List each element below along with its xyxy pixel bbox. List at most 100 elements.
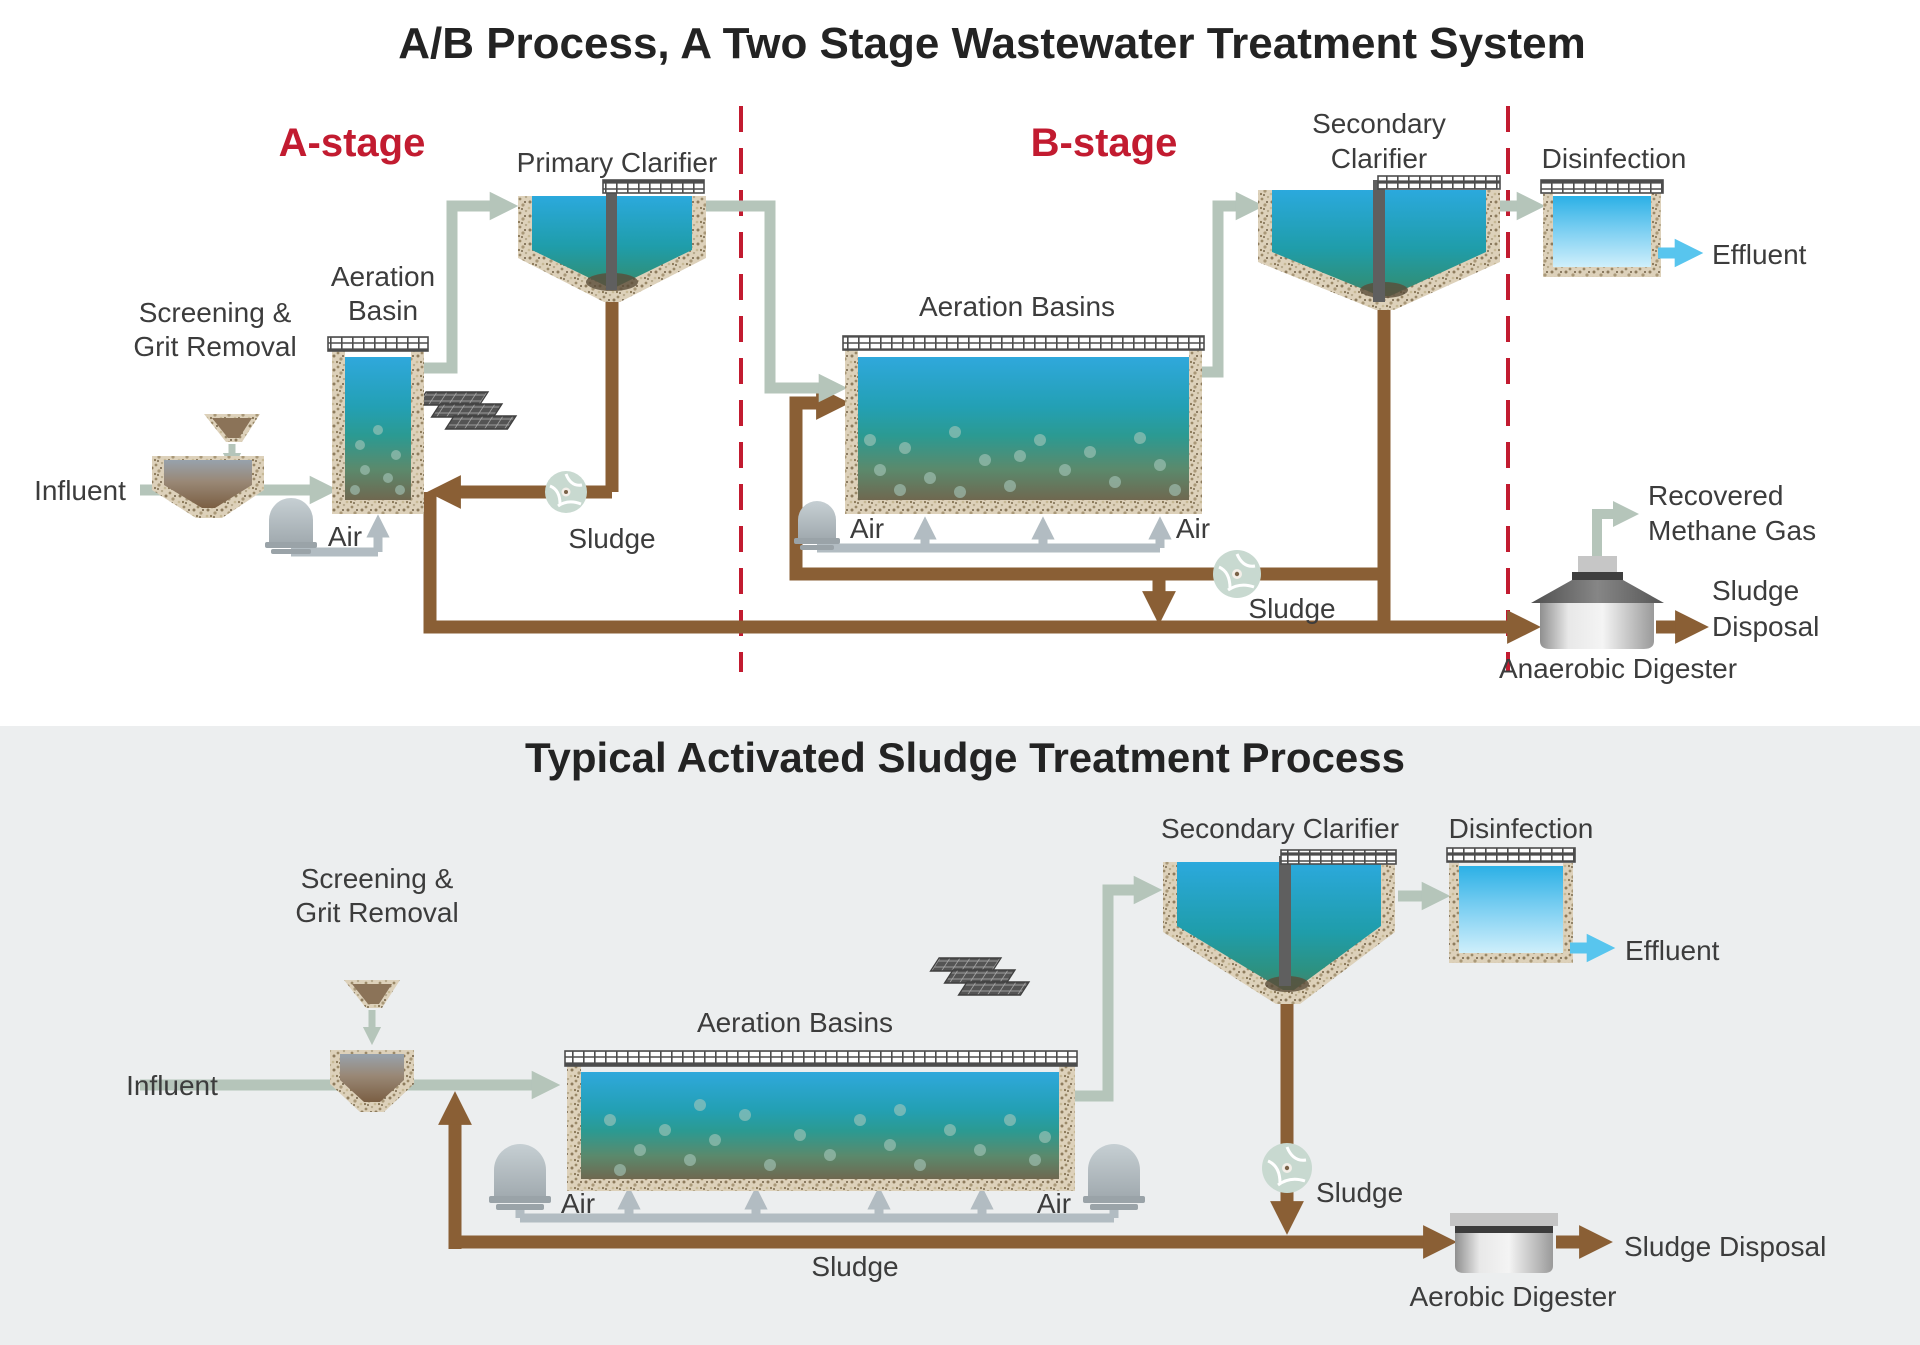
disinfection-label: Disinfection [1449,813,1594,844]
influent-label: Influent [126,1070,218,1101]
recovered-methane-label-2: Methane Gas [1648,515,1816,546]
digester-lid [1450,1213,1558,1226]
air-blower-icon [794,501,840,550]
recovered-methane-label-1: Recovered [1648,480,1783,511]
disinfection-tank [1446,847,1576,963]
bubbles [604,1099,1051,1176]
walkway [1446,847,1576,863]
center-post [606,182,617,290]
digester-body [1540,603,1654,649]
tank-wall [1449,863,1459,963]
tank-wall [1189,348,1202,514]
sludge-pump-icon [545,471,587,513]
aeration-basin-label-2: Basin [348,295,418,326]
air-blower-icon [265,498,317,554]
secondary-clarifier-label-1: Secondary [1312,108,1446,139]
primary-clarifier-label: Primary Clarifier [517,147,718,178]
sludge-pump-icon [1213,550,1261,598]
sludge-label-a: Sludge [568,523,655,554]
air-label-right: Air [1037,1188,1071,1219]
disinfection-label: Disinfection [1542,143,1687,174]
tank-floor [1449,953,1573,963]
sludge-disposal-label: Sludge Disposal [1624,1231,1826,1262]
tank-wall [1563,863,1573,963]
air-label-b-left: Air [850,513,884,544]
tank-wall [411,350,424,514]
air-blower-icon [489,1144,551,1210]
aerobic-digester-label: Aerobic Digester [1410,1281,1617,1312]
screening-grit-icon [344,957,1031,1046]
digester-cap [1578,556,1617,573]
effluent-label: Effluent [1625,935,1720,966]
air-label-left: Air [561,1188,595,1219]
aeration-basins-label: Aeration Basins [919,291,1115,322]
top-sludge-piping [423,292,1709,644]
bottom-title: Typical Activated Sludge Treatment Proce… [525,734,1405,781]
disinfection-tank [1540,179,1664,277]
anaerobic-digester-label: Anaerobic Digester [1499,653,1737,684]
walkway [327,336,429,352]
walkway [1377,175,1501,190]
basin-to-primary-pipe [420,191,519,374]
walkway [564,1050,1078,1067]
primary-to-bbasin-pipe [700,200,848,403]
aeration-basins [564,1050,1078,1191]
digester-lid-band [1455,1226,1553,1233]
tank-wall [845,348,858,514]
digester-roof [1531,580,1664,603]
tank-floor [845,500,1202,514]
influent-label: Influent [34,475,126,506]
walkway [602,179,705,194]
methane-gas-pipe [1592,501,1639,558]
disinfection-water [1553,196,1651,267]
influent-hopper [152,456,264,518]
screening-label-1: Screening & [301,863,454,894]
sludge-disposal-line [423,492,1541,644]
basin-water [858,357,1189,500]
air-label-b-right: Air [1176,513,1210,544]
effluent-label: Effluent [1712,239,1807,270]
walkway [1280,849,1397,865]
center-post [1279,856,1291,986]
screening-label-2: Grit Removal [133,331,296,362]
tank-wall [1543,193,1553,277]
tank-wall [1059,1066,1075,1191]
secondary-clarifier [1258,175,1501,310]
sludge-disposal-label-2: Disposal [1712,611,1819,642]
screening-label-1: Screening & [139,297,292,328]
a-stage-aeration-basin [327,336,429,514]
tank-floor [567,1179,1075,1191]
basin-water [581,1072,1059,1179]
digester-body [1455,1233,1553,1273]
basin-to-clarifier-pipe [1073,875,1163,1102]
sludge-pump-icon [1262,1143,1312,1193]
a-stage-label: A-stage [279,121,426,165]
secondary-clarifier [1163,849,1397,1004]
bubbles [350,425,405,495]
tank-floor [1543,267,1661,277]
secondary-clarifier-label: Secondary Clarifier [1161,813,1399,844]
sludge-pump-label: Sludge [1316,1177,1403,1208]
air-label-a: Air [328,521,362,552]
air-blower-icon [1083,1144,1145,1210]
b-stage-aeration-basins [842,335,1205,514]
sludge-return-label: Sludge [811,1251,898,1282]
top-title: A/B Process, A Two Stage Wastewater Trea… [398,19,1586,68]
walkway [842,335,1205,351]
aeration-basin-label-1: Aeration [331,261,435,292]
screening-label-2: Grit Removal [295,897,458,928]
tank-wall [332,350,345,514]
b-stage-air-piping [817,516,1172,553]
tank-floor [332,500,424,514]
sludge-disposal-label-1: Sludge [1712,575,1799,606]
tank-wall [1651,193,1661,277]
secondary-clarifier-label-2: Clarifier [1331,143,1427,174]
b-stage-return-sludge-pipe [789,386,1384,581]
bubbles [864,426,1181,498]
aeration-basins-label: Aeration Basins [697,1007,893,1038]
anaerobic-digester [1531,556,1664,649]
bbasin-to-secondary-pipe [1200,191,1265,378]
walkway [1540,179,1664,194]
